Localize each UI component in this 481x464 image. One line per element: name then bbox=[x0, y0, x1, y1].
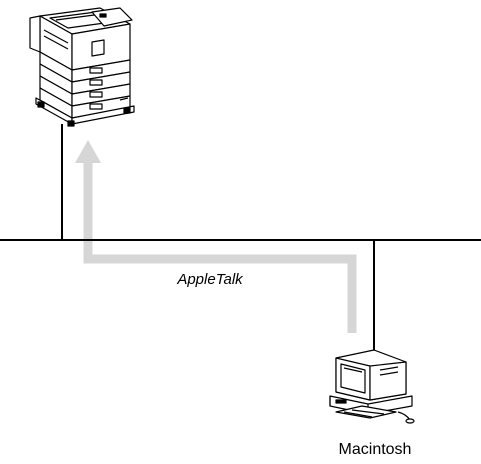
macintosh-computer-icon bbox=[329, 349, 415, 424]
computer-label: Macintosh bbox=[338, 441, 412, 458]
data-path-arrow bbox=[75, 140, 357, 333]
protocol-label: AppleTalk bbox=[177, 271, 243, 288]
printer-icon bbox=[29, 7, 135, 127]
